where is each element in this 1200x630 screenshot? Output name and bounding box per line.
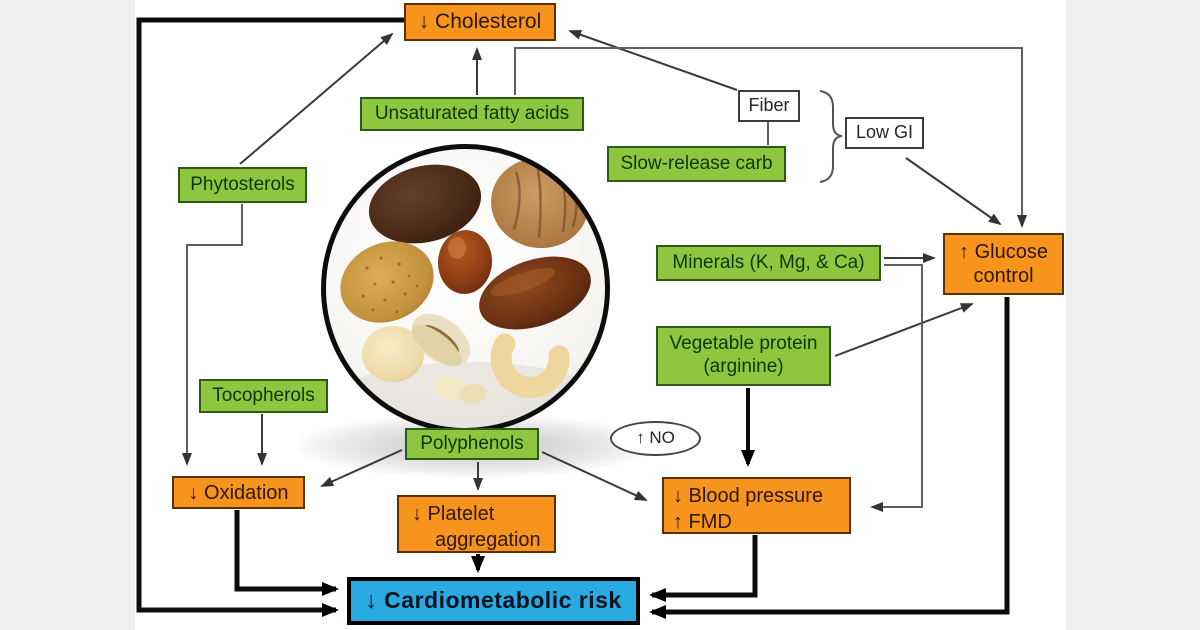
node-no: ↑ NO [610, 421, 701, 456]
node-polyphenols: Polyphenols [405, 428, 539, 460]
node-platelet-aggregation: ↓ Platelet aggregation [397, 495, 556, 553]
node-minerals: Minerals (K, Mg, & Ca) [656, 245, 881, 281]
nuts-photo-content [323, 146, 608, 431]
node-glucose-control: ↑ Glucose control [943, 233, 1064, 295]
almond-kernel [459, 383, 487, 405]
node-phytosterols: Phytosterols [178, 167, 307, 203]
node-blood-pressure: ↓ Blood pressure ↑ FMD [662, 477, 851, 534]
nuts-photo [321, 144, 610, 433]
almond-kernel [433, 376, 467, 400]
node-fiber: Fiber [738, 90, 800, 122]
node-unsaturated-fatty-acids: Unsaturated fatty acids [360, 97, 584, 131]
node-oxidation: ↓ Oxidation [172, 476, 305, 509]
cashew [490, 333, 570, 398]
node-vegetable-protein: Vegetable protein (arginine) [656, 326, 831, 386]
node-cardiometabolic-risk: ↓ Cardiometabolic risk [347, 577, 640, 625]
node-slow-release-carb: Slow-release carb [607, 146, 786, 182]
pecan [479, 256, 591, 330]
pistachio [411, 313, 471, 367]
node-cholesterol: ↓ Cholesterol [404, 3, 556, 41]
node-tocopherols: Tocopherols [199, 379, 328, 413]
node-low-gi: Low GI [845, 117, 924, 149]
